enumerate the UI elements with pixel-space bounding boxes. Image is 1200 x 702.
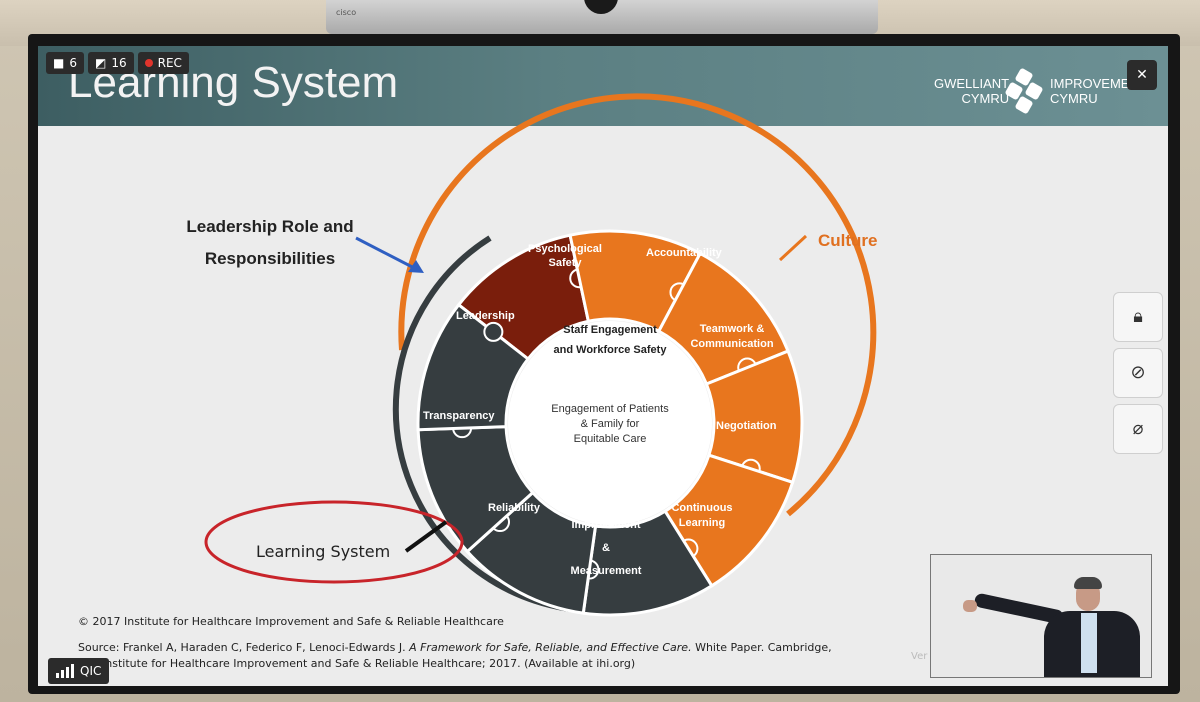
segment-label-reliability: Reliability	[488, 502, 540, 514]
mic-muted-button[interactable]: ✕	[1127, 60, 1157, 90]
segment-label-psych-1: Psychological	[528, 243, 602, 255]
camera-lens	[584, 0, 618, 14]
segment-label-improvement: Improvement & Measurement	[564, 514, 648, 583]
signal-bars-icon	[56, 664, 74, 678]
wheel-seg-transparency	[416, 302, 531, 432]
culture-pointer	[778, 234, 808, 262]
ring-text: Staff Engagement and Workforce Safety	[536, 320, 684, 360]
mic-off-icon: ⌀	[1132, 418, 1144, 439]
mic-off-icon: ✕	[1136, 67, 1148, 83]
ring-text-line-2: and Workforce Safety	[553, 344, 667, 356]
segment-label-accountability: Accountability	[646, 247, 722, 259]
video-off-count: 16	[111, 56, 127, 70]
logo-left-line-1: GWELLIANT	[934, 76, 1010, 91]
logo-right-line-2: CYMRU	[1050, 91, 1098, 106]
camera-toggle-button[interactable]: ⊘	[1113, 348, 1163, 398]
lock-icon: 🔒︎	[1133, 306, 1143, 327]
culture-label: Culture	[818, 231, 878, 250]
conference-camera: cisco	[326, 0, 878, 34]
leadership-role-line-1: Leadership Role and	[186, 217, 354, 236]
participants-chip[interactable]: ■ 6	[46, 52, 84, 74]
segment-label-improvement-1: Improvement	[571, 519, 641, 531]
camera-brand: cisco	[336, 8, 357, 17]
segment-label-transparency: Transparency	[423, 410, 495, 422]
framework-diagram	[204, 93, 877, 617]
source-title: A Framework for Safe, Reliable, and Effe…	[409, 641, 692, 654]
segment-label-teamwork: Teamwork & Communication	[680, 322, 784, 352]
segment-label-teamwork-2: Communication	[690, 338, 774, 350]
slide-header: Learning System GWELLIANT CYMRU IMPROVEM…	[38, 46, 1168, 126]
video-off-icon: ◩	[94, 56, 107, 70]
inner-disc	[508, 321, 712, 525]
center-text: Engagement of Patients & Family for Equi…	[534, 402, 686, 447]
speaker-shirt	[1081, 613, 1097, 673]
logo-right-line-1: IMPROVEMEN	[1050, 76, 1139, 91]
learning-system-ellipse	[204, 500, 464, 584]
shared-screen: Learning System GWELLIANT CYMRU IMPROVEM…	[38, 46, 1168, 686]
segment-label-negotiation: Negotiation	[716, 420, 777, 432]
speaker-video-tile[interactable]	[930, 554, 1152, 678]
source-prefix: Source: Frankel A, Haraden C, Federico F…	[78, 641, 410, 654]
record-dot-icon	[144, 59, 153, 67]
speaker-hand	[963, 600, 977, 612]
wheel-seg-transparency-knob	[483, 321, 504, 342]
leadership-arrow-head	[408, 260, 424, 273]
ring-text-line-1: Staff Engagement	[563, 324, 657, 336]
mic-toggle-button[interactable]: ⌀	[1113, 404, 1163, 454]
network-indicator[interactable]: QIC	[48, 658, 110, 684]
network-label: QIC	[80, 664, 102, 678]
learning-system-callout: Learning System	[256, 542, 391, 561]
speaker-hair	[1074, 577, 1102, 589]
segment-labels: Leadership Psychological Safety Accounta…	[38, 46, 1168, 686]
source-citation: Source: Frankel A, Haraden C, Federico F…	[78, 640, 838, 672]
leadership-role-line-2: Responsibilities	[204, 249, 336, 268]
copyright-text: © 2017 Institute for Healthcare Improvem…	[78, 615, 504, 628]
segment-label-improvement-3: Measurement	[570, 565, 642, 577]
segment-label-teamwork-1: Teamwork &	[699, 323, 765, 335]
video-camera-icon: ■	[53, 56, 65, 70]
participants-count: 6	[69, 56, 77, 70]
source-suffix: White Paper. Cambridge, MA: Institute fo…	[78, 641, 832, 670]
segment-label-leadership: Leadership	[456, 310, 515, 322]
segment-label-psych: Psychological Safety	[528, 242, 602, 270]
leadership-role-callout: Leadership Role and Responsibilities	[150, 211, 390, 275]
video-off-chip[interactable]: ◩ 16	[87, 52, 134, 74]
segment-label-continuous-1: Continuous	[671, 502, 733, 514]
culture-arc	[398, 93, 877, 517]
segment-label-continuous: Continuous Learning	[668, 501, 736, 531]
learning-system-pointer	[404, 520, 448, 553]
meeting-status-bar: ■ 6 ◩ 16 REC	[46, 52, 189, 76]
leadership-arrow	[355, 236, 421, 273]
center-text-line-2: & Family for	[580, 418, 640, 430]
logo-left-text: GWELLIANT CYMRU	[934, 76, 1009, 106]
segment-label-improvement-2: &	[602, 542, 610, 554]
logo-right-text: IMPROVEMEN CYMRU	[1050, 76, 1139, 106]
rec-label: REC	[157, 56, 182, 70]
center-text-line-1: Engagement of Patients	[551, 403, 669, 415]
version-text: Ver	[911, 651, 928, 662]
recording-indicator[interactable]: REC	[137, 52, 189, 74]
logo-left-line-2: CYMRU	[961, 91, 1010, 106]
segment-label-continuous-2: Learning	[678, 517, 726, 529]
segment-label-psych-2: Safety	[548, 257, 582, 269]
center-text-line-3: Equitable Care	[573, 433, 647, 445]
lock-button[interactable]: 🔒︎	[1113, 292, 1163, 342]
video-off-icon: ⊘	[1130, 362, 1146, 383]
